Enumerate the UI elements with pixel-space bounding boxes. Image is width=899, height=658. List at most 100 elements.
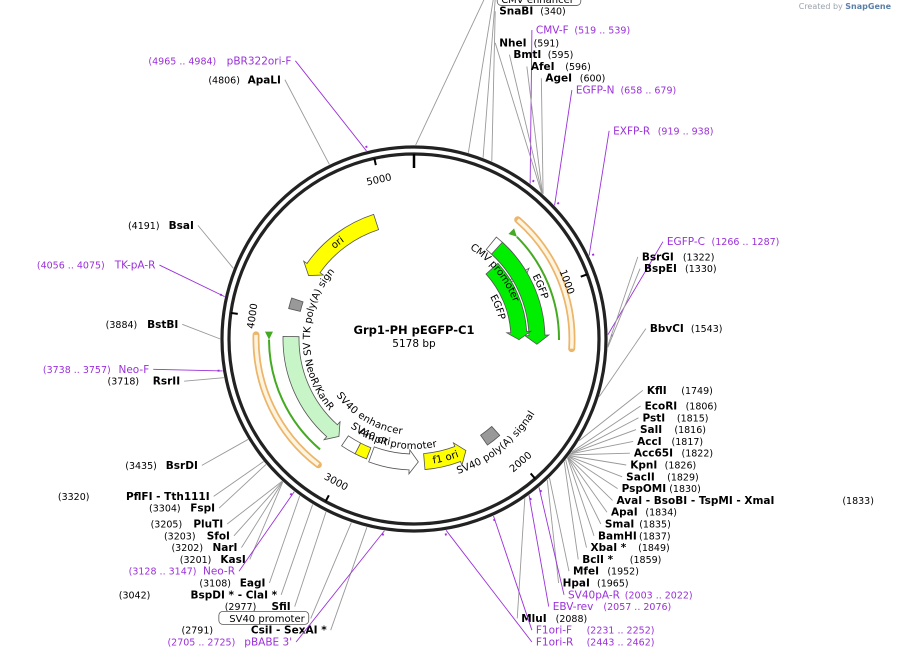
enz-name: SnaBI	[499, 6, 533, 18]
enz-position: (1806)	[686, 402, 718, 413]
enz-position: (1749)	[681, 386, 713, 397]
enz-position: (1829)	[667, 472, 699, 483]
enz-name: PstI	[642, 412, 665, 424]
enz-name: BspEI	[644, 263, 677, 275]
enz-position: (3203)	[164, 531, 196, 542]
enzyme-label: BspDI * - ClaI * (3042)	[119, 589, 278, 601]
label-layer: AseI(7)NdeI(234)CMV enhancerSnaBI(340)CM…	[37, 0, 874, 649]
enz-leader	[280, 504, 314, 595]
primer-position: (4965 .. 4984)	[148, 56, 216, 67]
snapgene-credit: Created by SnapGene	[799, 2, 891, 11]
enz-leader	[567, 457, 602, 525]
primer-label: CMV-F(519 .. 539)	[536, 24, 630, 36]
primer-label: F1ori-R (2443 .. 2462)	[536, 637, 655, 649]
enz-name: ApaLI	[248, 74, 281, 86]
enz-name: BspDI * - ClaI *	[191, 589, 278, 601]
tick-label: 4000	[246, 303, 260, 330]
enzyme-label: AgeI(600)	[545, 73, 605, 85]
primer-position: (2231 .. 2252)	[587, 626, 655, 637]
enz-position: (340)	[540, 7, 566, 18]
enz-name: XbaI *	[591, 542, 627, 554]
enz-name: HpaI	[563, 578, 590, 590]
enz-leader	[570, 440, 634, 455]
enz-position: (3304)	[149, 504, 181, 515]
enzyme-label: SnaBI (340)	[499, 6, 566, 18]
enzyme-label: SfiI (2977)	[225, 601, 291, 613]
enz-name: ApaI	[611, 507, 638, 519]
enzyme-label: KflI(1749)	[647, 385, 713, 397]
primer-name: CMV-F	[536, 24, 569, 36]
enz-leader	[226, 480, 283, 525]
primer-label: Neo-R(3128 .. 3147)	[129, 566, 235, 578]
primer-position: (919 .. 938)	[658, 126, 714, 137]
enzyme-label: BsrGI(1322)	[642, 251, 715, 263]
enz-position: (2791)	[182, 626, 214, 637]
tick-label: 2000	[508, 450, 534, 475]
enz-name: NarI	[213, 542, 238, 554]
enz-leader	[607, 268, 641, 348]
orf-layer	[252, 216, 576, 469]
enz-leader	[201, 439, 249, 466]
enz-position: (2977)	[225, 602, 257, 613]
primer-name: pBABE 3'	[244, 637, 292, 649]
enz-position: (1330)	[685, 264, 717, 275]
enz-leader	[182, 323, 221, 340]
backbone-outer-circle	[220, 145, 608, 533]
feature-label-text: SV40 poly(A) signal	[455, 409, 537, 477]
enz-position: (3042)	[119, 590, 151, 601]
feature-callout: SV40 promoter	[218, 611, 310, 625]
enz-name: BbvCI	[650, 323, 684, 335]
feature-label-text: HSV TK poly(A) signal	[0, 0, 337, 356]
enz-leader	[568, 455, 623, 478]
enz-position: (1859)	[630, 555, 662, 566]
enz-position: (596)	[565, 62, 591, 73]
primer-site-mark	[529, 497, 532, 501]
primer-site-mark	[556, 201, 560, 205]
enzyme-label: MluI(2088)	[521, 613, 587, 625]
enz-leader	[598, 328, 647, 397]
enz-leader	[184, 377, 224, 382]
primer-name: Neo-R	[203, 566, 235, 578]
enz-position: (600)	[580, 74, 606, 85]
primer-label: pBABE 3' (2705 .. 2725)	[167, 637, 292, 649]
enz-leader	[567, 456, 608, 513]
enzyme-label: EcoRI (1806)	[645, 401, 718, 413]
enz-name: PluTI	[193, 519, 223, 531]
enzyme-label: SmaI(1835)	[605, 519, 671, 531]
enzyme-label: ApaI(1834)	[611, 507, 677, 519]
enz-name: AfeI	[531, 61, 555, 73]
enzyme-label: SacII(1829)	[626, 471, 699, 483]
enz-leader	[570, 429, 637, 455]
enz-leader	[570, 417, 639, 454]
tick-mark	[373, 158, 377, 166]
primer-name: F1ori-F	[536, 625, 572, 637]
credit-prefix: Created by	[798, 2, 843, 11]
enz-name: KpnI	[630, 460, 657, 472]
primer-leader	[528, 495, 550, 607]
tick-mark	[324, 494, 330, 502]
orf-egfp-line	[516, 236, 560, 340]
enz-name: SfiI	[271, 601, 290, 613]
enzyme-label: BmtI(595)	[513, 49, 573, 61]
enz-name: EcoRI	[645, 401, 678, 413]
enz-leader	[268, 495, 301, 584]
enzyme-label: AccI(1817)	[637, 436, 703, 448]
enz-leader	[284, 79, 330, 165]
primer-name: F1ori-R	[536, 637, 573, 649]
enz-name: AccI	[637, 436, 661, 448]
enz-leader	[607, 256, 639, 346]
enz-name: Acc65I	[634, 448, 673, 460]
orf-neor-outline-inner	[254, 334, 320, 467]
enz-position: (3108)	[199, 579, 231, 590]
enz-name: BamHI	[598, 530, 637, 542]
primer-label: F1ori-F (2231 .. 2252)	[536, 625, 655, 637]
enz-name: FspI	[190, 503, 215, 515]
primer-position: (2443 .. 2462)	[587, 638, 655, 649]
primer-leader	[538, 487, 565, 595]
primer-position: (2705 .. 2725)	[167, 638, 235, 649]
enz-position: (3205)	[151, 520, 183, 531]
enz-position: (1826)	[665, 461, 697, 472]
primer-leader	[588, 130, 610, 256]
primer-leader	[493, 515, 533, 631]
